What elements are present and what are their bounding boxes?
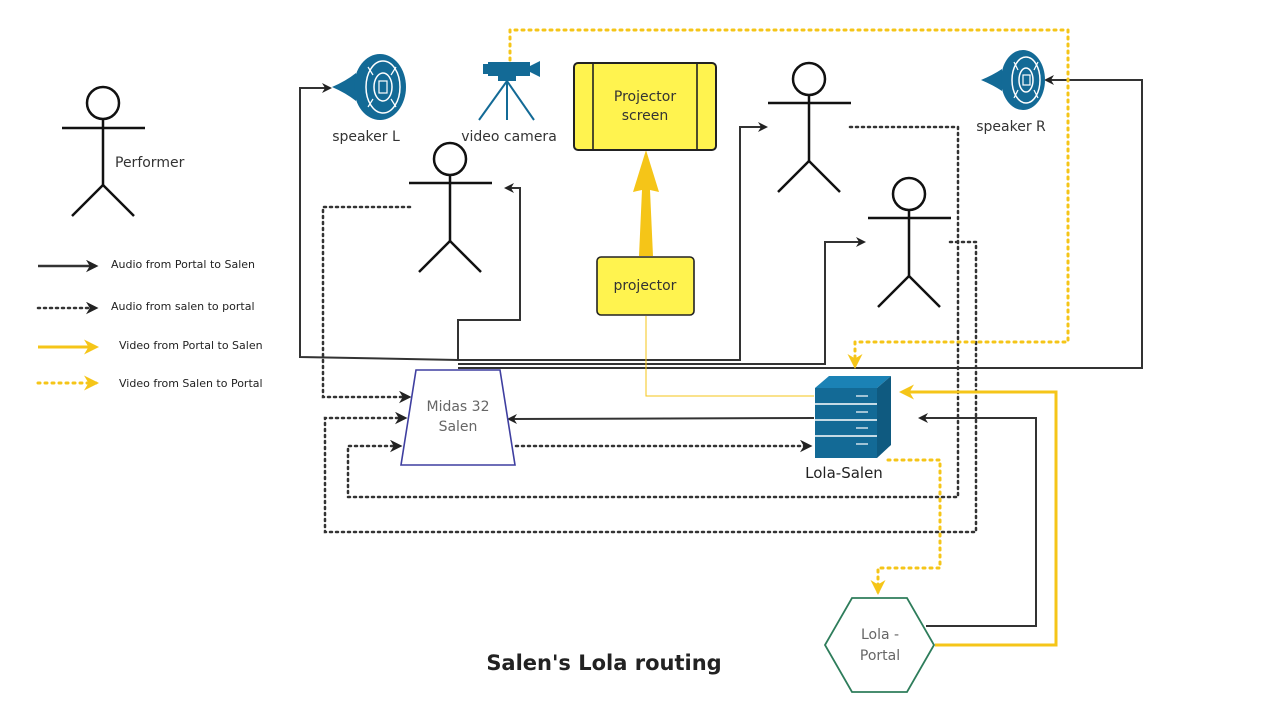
legend-label-audio-portal-to-salen: Audio from Portal to Salen <box>111 258 255 271</box>
video-camera-to-lola <box>508 28 1070 369</box>
performer-4 <box>868 176 951 308</box>
projector-beam-arrow <box>633 150 659 256</box>
audio-portal-to-lola <box>918 413 1037 627</box>
audio-lola-to-midas <box>507 413 815 424</box>
lola-salen-label: Lola-Salen <box>805 464 883 482</box>
projector-screen-label-line-1: Projector <box>614 89 676 105</box>
performer-legend-label: Performer <box>115 155 185 171</box>
connections <box>299 28 1143 647</box>
audio-performer-4-to-midas <box>323 240 978 534</box>
projector-label: projector <box>614 278 677 294</box>
legend-label-audio-salen-to-portal: Audio from salen to portal <box>111 300 255 313</box>
midas-mixer: Midas 32 Salen <box>400 369 516 466</box>
lola-portal-label-line-1: Lola - <box>861 627 899 643</box>
projector: projector <box>596 256 695 316</box>
audio-to-performer-1 <box>457 183 521 348</box>
performer-1 <box>409 141 492 273</box>
video-portal-to-lola <box>899 384 1058 647</box>
video-camera-label: video camera <box>461 129 557 145</box>
speaker-r-label: speaker R <box>976 119 1046 135</box>
video-lola-salen-to-portal <box>870 458 942 595</box>
projector-screen-label-line-2: screen <box>622 108 669 124</box>
lola-salen-server-icon <box>815 376 891 458</box>
audio-performer-1-to-midas <box>321 205 412 404</box>
projector-screen: Projector screen <box>573 62 717 151</box>
audio-to-performer-3 <box>458 122 768 361</box>
legend-label-video-portal-to-salen: Video from Portal to Salen <box>119 339 263 352</box>
lola-portal: Lola - Portal <box>823 597 936 693</box>
video-camera-icon <box>478 61 540 121</box>
speaker-l-label: speaker L <box>332 129 400 145</box>
audio-to-speaker-l <box>299 83 459 362</box>
speaker-r-icon <box>981 50 1045 110</box>
audio-performer-3-to-midas <box>346 125 960 499</box>
speaker-l-icon <box>332 54 406 120</box>
lola-portal-label-line-2: Portal <box>860 648 900 664</box>
performer-3 <box>768 61 851 193</box>
audio-to-speaker-r <box>458 75 1143 369</box>
midas-label-line-1: Midas 32 <box>427 399 490 415</box>
midas-label-line-2: Salen <box>439 419 478 435</box>
video-lola-to-projector <box>645 316 814 397</box>
legend-label-video-salen-to-portal: Video from Salen to Portal <box>119 377 263 390</box>
legend: Performer Audio from Portal to Salen Aud… <box>36 85 263 391</box>
audio-to-performer-4 <box>458 237 866 365</box>
performer-legend-icon <box>62 85 145 217</box>
diagram-title: Salen's Lola routing <box>486 651 721 675</box>
